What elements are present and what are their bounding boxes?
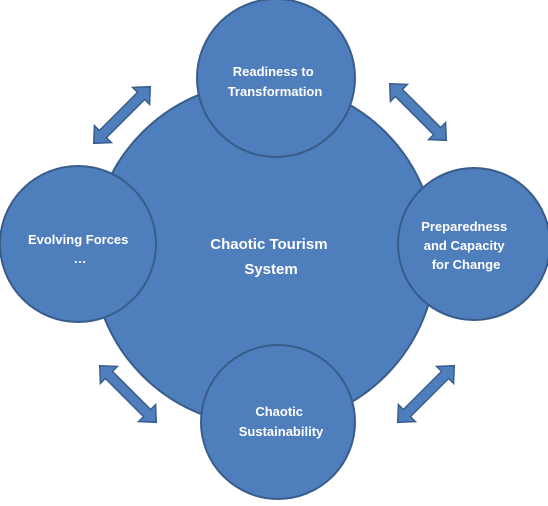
node-label-right-line-3: for Change: [432, 257, 501, 272]
node-label-top: Readiness to Transformation: [228, 64, 323, 99]
node-label-top-line-2: Transformation: [228, 84, 323, 99]
node-label-right: Preparedness and Capacity for Change: [421, 219, 511, 272]
node-circle-right: [397, 167, 548, 321]
center-label: Chaotic Tourism System: [210, 236, 331, 278]
node-label-left-line-2: …: [74, 251, 87, 266]
node-label-left-line-1: Evolving Forces: [28, 232, 128, 247]
double-arrow-top-right: [388, 82, 448, 142]
node-label-right-line-2: and Capacity: [424, 238, 506, 253]
node-label-bottom-line-2: Sustainability: [239, 424, 324, 439]
node-label-bottom-line-1: Chaotic: [255, 404, 303, 419]
center-label-line-2: System: [244, 261, 297, 278]
node-circle-bottom: [200, 344, 356, 500]
node-label-top-line-1: Readiness to: [233, 64, 314, 79]
node-label-right-line-1: Preparedness: [421, 219, 507, 234]
double-arrow-top-left: [92, 85, 152, 145]
node-circle-left: [0, 165, 157, 323]
node-label-left: Evolving Forces …: [28, 232, 132, 266]
node-circle-top: [196, 0, 356, 158]
center-label-line-1: Chaotic Tourism: [210, 236, 327, 253]
double-arrow-bottom-left: [98, 364, 158, 424]
node-label-bottom: Chaotic Sustainability: [239, 404, 324, 439]
double-arrow-bottom-right: [396, 364, 456, 424]
